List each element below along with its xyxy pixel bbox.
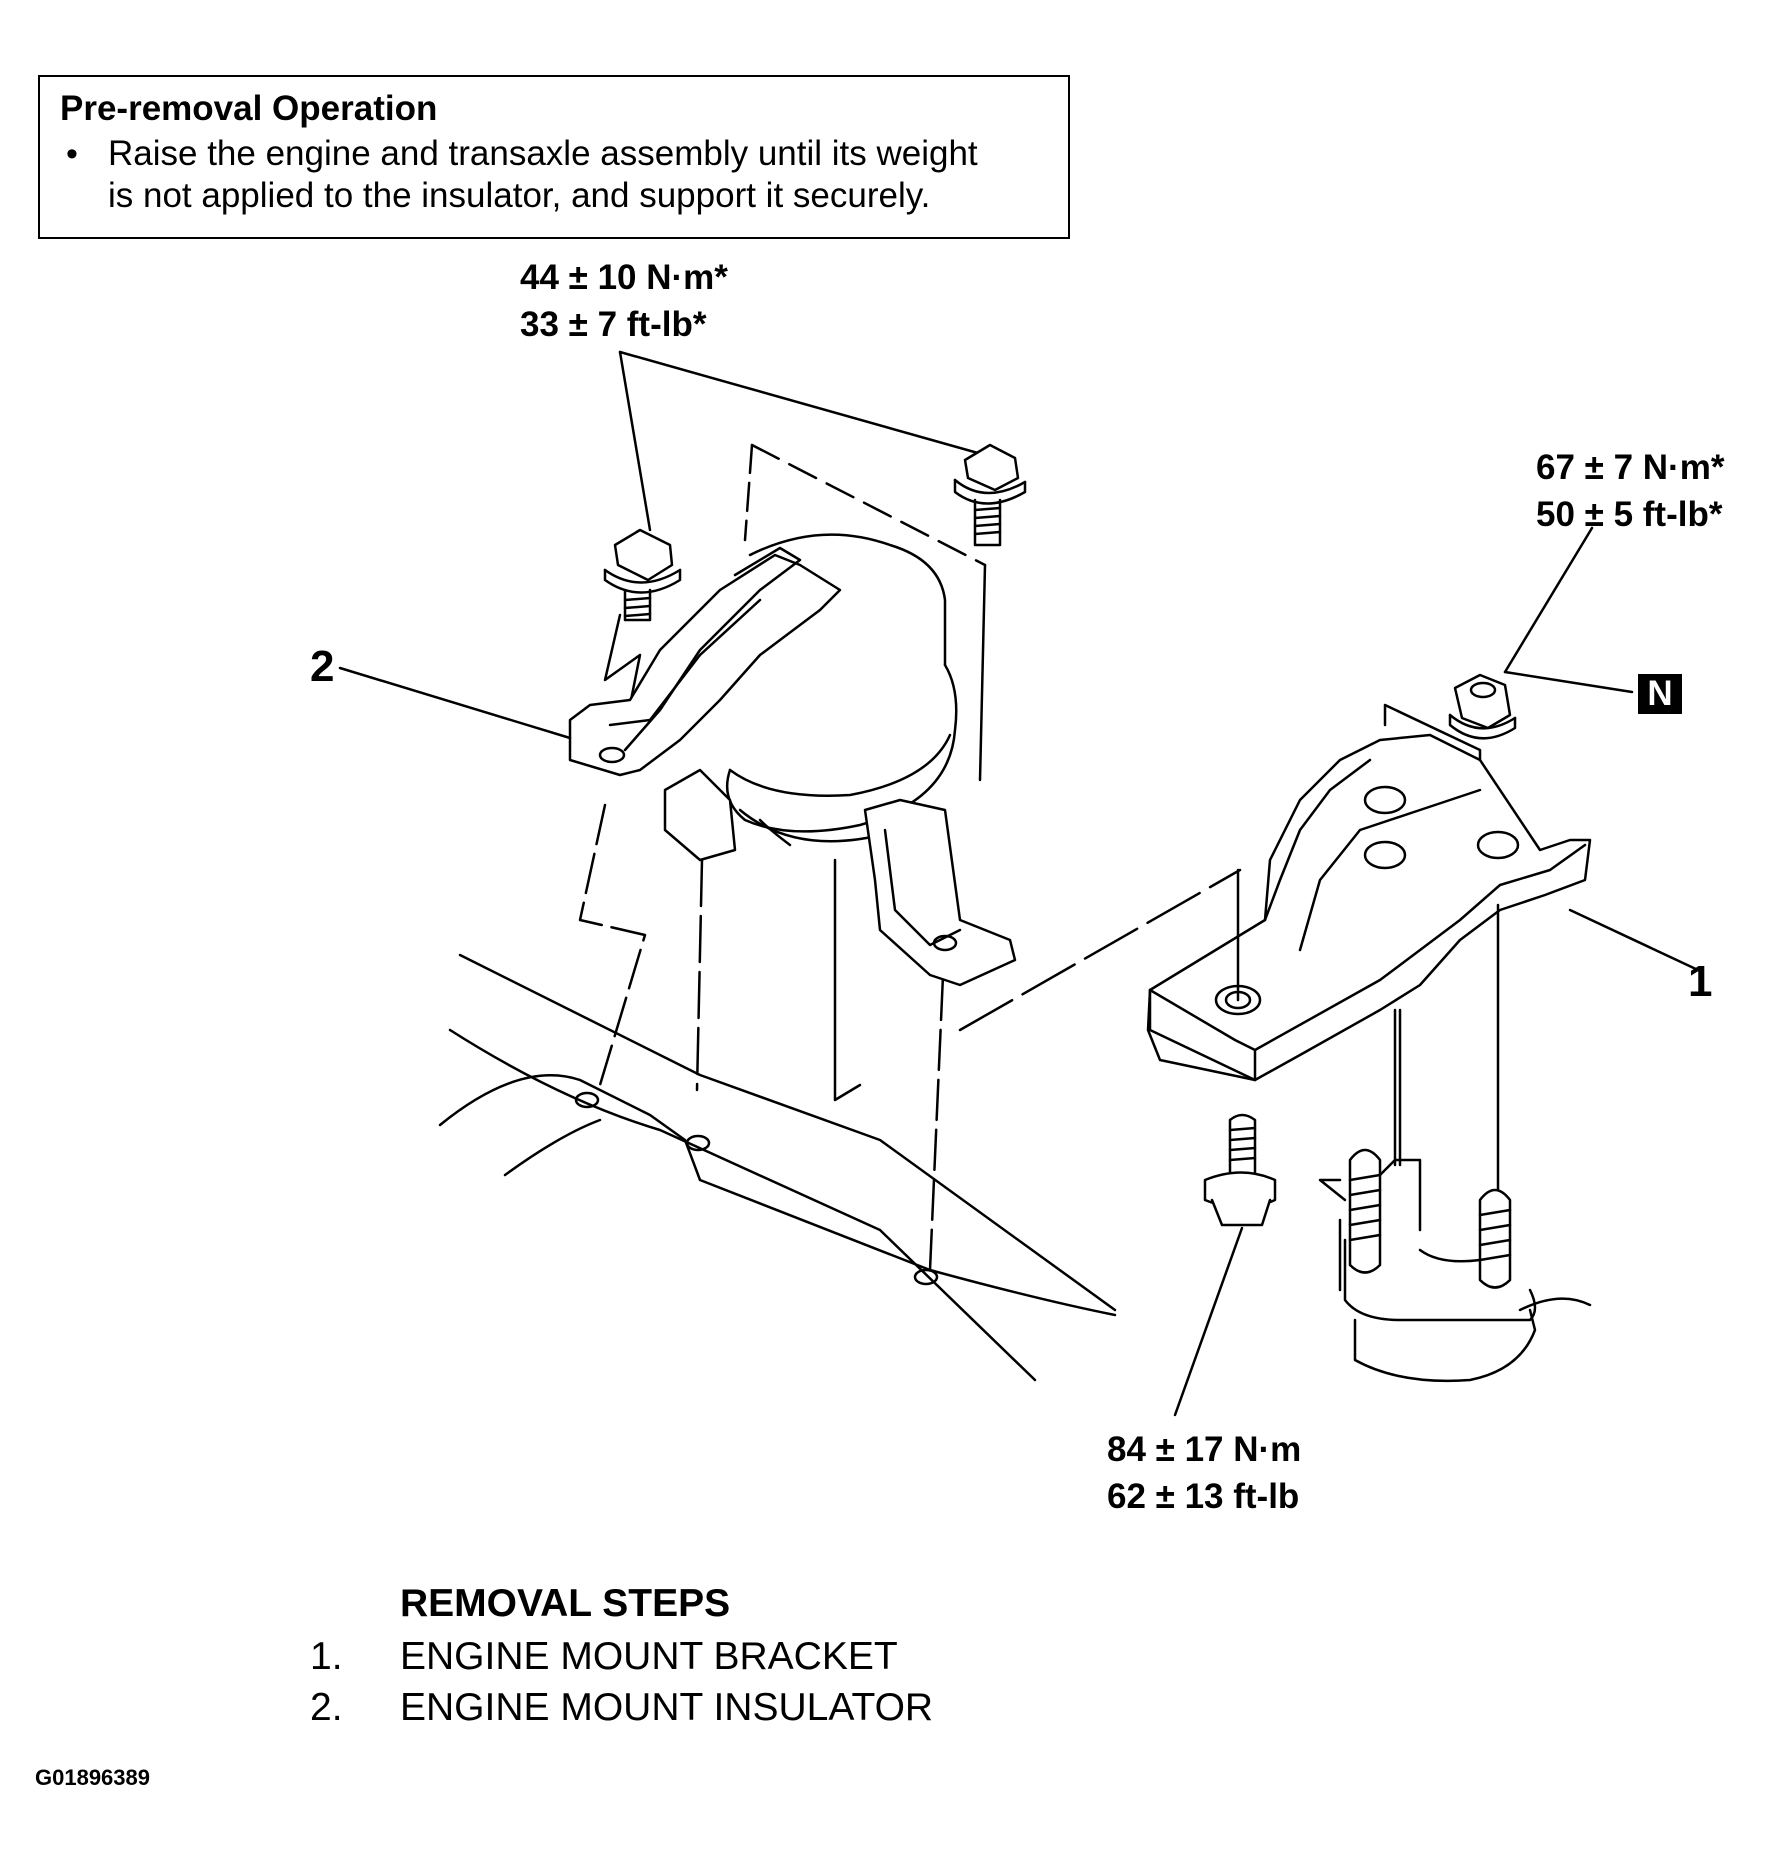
body-mount-studs	[1318, 1148, 1592, 1383]
torque-ftlb: 50 ± 5 ft-lb*	[1536, 495, 1723, 534]
torque-label-bracket-bolt: 84 ± 17 N·m 62 ± 13 ft-lb	[1107, 1426, 1301, 1520]
body-panel-outline	[438, 1074, 1117, 1317]
body-hole	[913, 1268, 939, 1286]
figure-id: G01896389	[35, 1765, 150, 1790]
leader-line	[1503, 526, 1594, 674]
step-text: ENGINE MOUNT BRACKET	[400, 1635, 898, 1678]
body-panel-outline	[448, 1028, 1037, 1382]
bracket-nut	[1448, 673, 1517, 740]
bracket-hole	[1363, 785, 1407, 815]
torque-label-insulator-bolts: 44 ± 10 N·m* 33 ± 7 ft-lb*	[520, 254, 728, 348]
torque-nm: 84 ± 17 N·m	[1107, 1430, 1302, 1469]
leader-line	[1173, 1226, 1244, 1417]
bracket-hole	[1363, 840, 1407, 870]
body-hole	[685, 1134, 711, 1152]
leader-line	[338, 666, 572, 740]
pre-removal-bullet: •	[66, 135, 78, 173]
step-number: 2.	[310, 1686, 343, 1729]
step-text: ENGINE MOUNT INSULATOR	[400, 1686, 934, 1729]
bracket-hole	[1476, 830, 1520, 860]
step-number: 1.	[310, 1635, 343, 1678]
non-reusable-badge: N	[1638, 674, 1682, 714]
leader-line	[618, 350, 987, 457]
alignment-line	[695, 858, 704, 1092]
callout-1: 1	[1688, 957, 1713, 1006]
alignment-line	[928, 928, 947, 1272]
torque-ftlb: 62 ± 13 ft-lb	[1107, 1477, 1300, 1516]
alignment-line	[743, 443, 754, 542]
pre-removal-line-2: is not applied to the insulator, and sup…	[108, 176, 931, 215]
leader-line	[618, 350, 652, 532]
body-panel-outline	[503, 1118, 602, 1177]
alignment-line	[978, 563, 987, 782]
engine-mount-bracket	[1146, 733, 1592, 1082]
alignment-line	[958, 868, 1242, 1032]
alignment-line	[578, 803, 647, 1087]
pre-removal-line-1: Raise the engine and transaxle assembly …	[108, 134, 978, 173]
body-hole	[574, 1091, 600, 1109]
insulator-bolt-left	[603, 528, 682, 622]
engine-mount-insulator	[568, 533, 1017, 987]
callout-2: 2	[310, 642, 335, 691]
torque-nm: 44 ± 10 N·m*	[520, 258, 728, 297]
torque-ftlb: 33 ± 7 ft-lb*	[520, 305, 707, 344]
torque-label-bracket-nut: 67 ± 7 N·m* 50 ± 5 ft-lb*	[1536, 444, 1724, 538]
alignment-line	[603, 613, 642, 732]
leader-line	[1568, 908, 1700, 972]
body-panel-outline	[458, 953, 1117, 1312]
torque-nm: 67 ± 7 N·m*	[1536, 448, 1725, 487]
alignment-line	[833, 858, 862, 1102]
removal-steps-heading: REMOVAL STEPS	[400, 1582, 731, 1625]
pre-removal-title: Pre-removal Operation	[60, 89, 438, 128]
pre-removal-box: Pre-removal Operation • Raise the engine…	[38, 75, 1070, 239]
bracket-bolt	[1203, 1113, 1277, 1227]
alignment-line	[750, 443, 987, 567]
insulator-bolt-right	[953, 443, 1027, 547]
leader-line	[1503, 670, 1634, 694]
